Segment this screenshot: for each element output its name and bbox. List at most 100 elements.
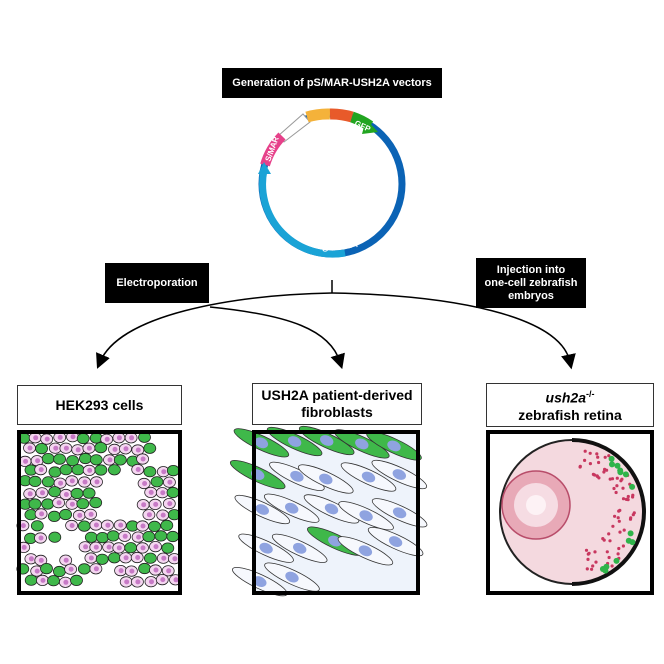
hek-nucleus <box>38 467 44 473</box>
hek-nucleus <box>20 523 26 529</box>
retina-nucleus-dot <box>621 486 625 490</box>
retina-nucleus-dot <box>586 557 590 562</box>
hek-nucleus <box>27 491 33 497</box>
fibroblast-nucleus <box>361 471 376 483</box>
hek-nucleus <box>160 490 166 496</box>
electroporation-label: Electroporation <box>105 263 209 303</box>
fibroblast-nucleus <box>259 542 273 554</box>
hek-nucleus <box>77 512 83 518</box>
retina-nucleus-dot <box>626 498 630 502</box>
fibroblast-nucleus <box>392 507 407 519</box>
hek-nucleus <box>135 467 141 472</box>
fibroblast-nucleus <box>388 536 403 548</box>
hek-nucleus <box>140 523 146 529</box>
retina-gfp-signal <box>613 557 620 564</box>
retina-nucleus-dot <box>615 476 619 480</box>
retina-nucleus-dot <box>617 509 621 513</box>
hek-nucleus <box>160 577 166 583</box>
hek-nucleus <box>38 535 44 541</box>
hek-cell <box>161 542 175 554</box>
hek-nucleus <box>57 434 63 440</box>
hek-nucleus <box>173 577 179 583</box>
zebra-title-line-2: zebrafish retina <box>518 406 622 423</box>
arrow-to-fibro <box>209 306 345 370</box>
gfp-arrowhead <box>362 119 378 134</box>
retina-nucleus-dot <box>602 538 606 542</box>
retina-nucleus-dot <box>610 564 614 568</box>
hek-nucleus <box>136 534 142 540</box>
ush2a-arrowhead <box>258 162 271 174</box>
hek-nucleus <box>160 512 166 518</box>
hek-cell <box>150 476 164 488</box>
fibroblast-nucleus <box>255 504 269 515</box>
hek-nucleus <box>129 568 135 574</box>
lens-center <box>526 495 546 515</box>
retina-nucleus-dot <box>616 516 620 520</box>
fibroblast-nucleus <box>355 438 369 450</box>
promoter2-segment <box>329 108 354 123</box>
retina-nucleus-dot <box>621 497 626 501</box>
fibroblast-nucleus <box>358 545 373 557</box>
injection-line-2: one-cell zebrafish <box>484 276 578 289</box>
fibro-panel-title: USH2A patient-derived fibroblasts <box>252 383 422 425</box>
retina-nucleus-dot <box>607 532 611 536</box>
hek-nucleus <box>161 555 167 561</box>
injection-label: Injection into one-cell zebrafish embryo… <box>476 258 586 308</box>
hek-nucleus <box>123 446 129 452</box>
hek-cell <box>113 454 127 466</box>
hek-panel <box>17 430 182 595</box>
hek-nucleus <box>146 512 152 518</box>
hek-nucleus <box>122 533 128 539</box>
retina-nucleus-dot <box>626 494 630 499</box>
hek-nucleus <box>167 479 173 485</box>
zebra-panel-title: ush2a-/- zebrafish retina <box>486 383 654 427</box>
fibroblast-nucleus <box>319 473 333 485</box>
hek-nucleus <box>140 456 146 462</box>
fibroblast-nucleus <box>253 576 267 588</box>
hek-nucleus <box>94 479 100 485</box>
hek-nucleus <box>107 457 113 463</box>
hek-nucleus <box>70 434 76 440</box>
retina-nucleus-dot <box>597 476 601 480</box>
hek-nucleus <box>161 469 167 475</box>
fibroblast-nucleus <box>285 571 299 583</box>
hek-nucleus <box>93 544 99 550</box>
vector-generation-title: Generation of pS/MAR-USH2A vectors <box>222 68 442 98</box>
hek-nucleus <box>40 577 46 583</box>
hek-cell <box>59 508 72 521</box>
fibroblast-nucleus <box>287 436 302 447</box>
fibroblast-nucleus <box>324 503 339 515</box>
hek-nucleus <box>135 447 141 453</box>
hek-cell <box>160 519 174 532</box>
retina-gfp-signal <box>608 455 615 462</box>
hek-nucleus <box>148 489 154 495</box>
zebra-gene-sup: -/- <box>585 389 595 400</box>
fibroblast-nucleus <box>320 435 334 446</box>
injection-line-3: embryos <box>508 289 554 302</box>
hek-title-text: HEK293 cells <box>55 396 144 413</box>
smar-segment <box>260 132 286 167</box>
retina-nucleus-dot <box>608 539 612 543</box>
retina-nucleus-dot <box>595 452 599 456</box>
retina-nucleus-dot <box>588 451 592 455</box>
retina-gfp-signal <box>627 530 634 537</box>
hek-nucleus <box>167 501 173 507</box>
retina-nucleus-dot <box>607 555 611 560</box>
retina-nucleus-dot <box>583 458 587 462</box>
hek-nucleus <box>75 447 81 453</box>
fibroblast-nucleus <box>392 469 406 480</box>
fibro-cell-art <box>229 425 428 597</box>
hek-nucleus <box>141 502 147 508</box>
hek-nucleus <box>63 445 69 451</box>
retina-nucleus-dot <box>578 464 582 468</box>
hek-nucleus <box>93 566 99 572</box>
hek-nucleus <box>172 556 178 562</box>
retina-gfp-signal <box>629 483 636 490</box>
retina-nucleus-dot <box>622 528 626 532</box>
hek-nucleus <box>129 435 135 441</box>
hek-nucleus <box>82 479 88 485</box>
hek-nucleus <box>34 568 40 574</box>
hek-nucleus <box>88 511 94 517</box>
fibroblast-nucleus <box>290 470 304 482</box>
